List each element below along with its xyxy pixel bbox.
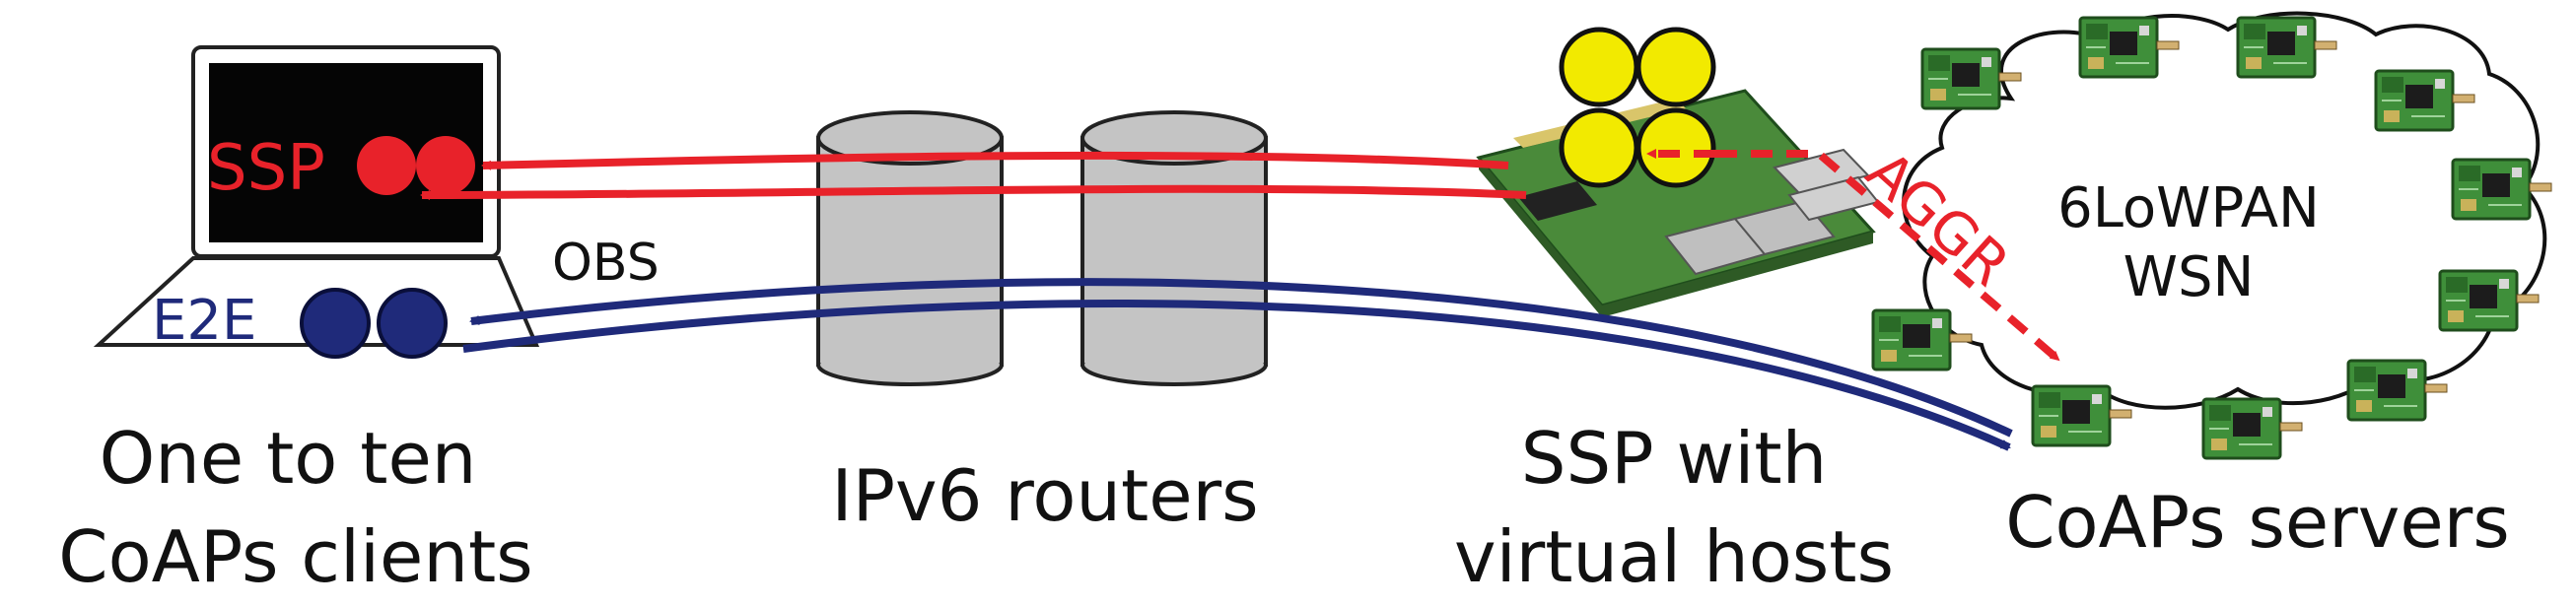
router-cylinder-icon [1080,110,1268,386]
e2e-client-circle [300,288,371,359]
virtual-host-circle [1636,107,1716,188]
wsn-label-line1: 6LoWPAN [2057,176,2320,240]
ssp-client-circle [416,136,475,195]
virtual-host-circle [1559,107,1639,188]
caption-servers: CoAPs servers [2005,481,2510,564]
caption-ssp-line2: virtual hosts [1454,515,1894,598]
virtual-host-circle [1636,27,1716,107]
wsn-label-line2: WSN [2123,245,2255,309]
obs-label: OBS [552,234,660,293]
e2e-client-circle [377,288,448,359]
ssp-arrow-to-client [420,184,1527,200]
ssp-client-circle [357,136,416,195]
virtual-host-circle [1559,27,1639,107]
caption-ssp-line1: SSP with [1521,417,1827,500]
ssp-label-laptop: SSP [207,132,325,205]
caption-clients-line1: One to ten [100,417,477,500]
e2e-arrow-to-client [469,278,2013,438]
e2e-arrow-to-server [462,300,2011,451]
router-cylinder-icon [816,110,1004,386]
sensor-node-icon [2201,397,2304,460]
ssp-arrow-to-client [481,151,1509,170]
caption-clients-line2: CoAPs clients [58,515,532,598]
e2e-label: E2E [152,289,256,353]
caption-routers: IPv6 routers [831,454,1258,537]
